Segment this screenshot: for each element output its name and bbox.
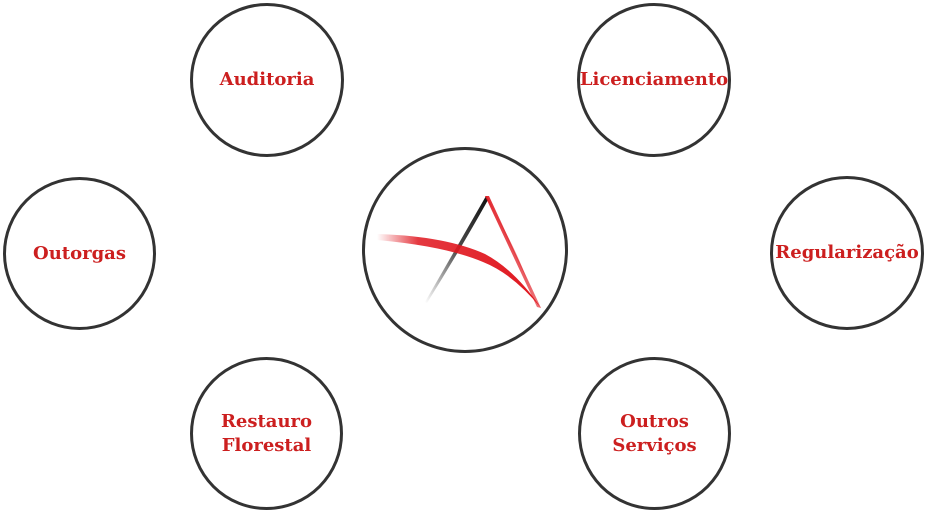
node-regularizacao[interactable]: Regularização — [770, 176, 924, 330]
node-outorgas[interactable]: Outorgas — [3, 177, 156, 330]
logo-right-stroke — [485, 196, 541, 308]
node-auditoria[interactable]: Auditoria — [190, 3, 344, 157]
node-label: Outros Serviços — [612, 410, 697, 456]
center-logo-node — [362, 147, 568, 353]
node-outros-servicos[interactable]: Outros Serviços — [578, 357, 731, 510]
node-restauro-florestal[interactable]: Restauro Florestal — [190, 357, 343, 510]
node-licenciamento[interactable]: Licenciamento — [577, 3, 731, 157]
node-label: Outorgas — [33, 242, 126, 264]
node-label: Restauro Florestal — [220, 410, 313, 456]
a-logo-icon — [377, 196, 541, 308]
node-label: Regularização — [775, 242, 919, 263]
logo-red-sweep — [377, 234, 541, 308]
node-label: Auditoria — [219, 69, 315, 90]
node-label: Licenciamento — [579, 69, 729, 90]
